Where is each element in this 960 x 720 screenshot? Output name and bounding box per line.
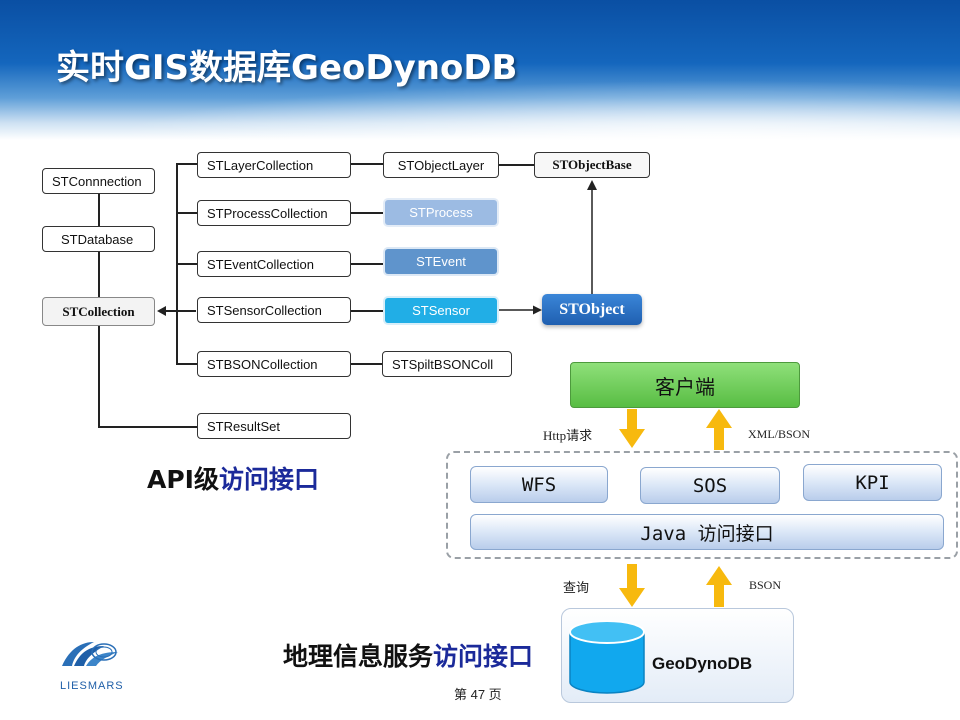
gis-label-part2: 访问接口: [433, 642, 534, 671]
stconnection-node: STConnnection: [42, 168, 155, 194]
stlayercollection-node: STLayerCollection: [197, 152, 351, 178]
arrow-head: [157, 306, 166, 316]
kpi-service-box: KPI: [803, 464, 942, 501]
up-arrow-icon: [706, 409, 732, 450]
stsensor-node: STSensor: [385, 298, 497, 323]
gis-label-part1: 地理信息服务: [283, 642, 434, 671]
stobjectbase-node: STObjectBase: [534, 152, 650, 178]
connector-line: [350, 212, 384, 214]
connector-line: [350, 163, 384, 165]
arrow-head: [533, 305, 542, 315]
slide-header: [0, 0, 960, 140]
geodynodb-label: GeoDynoDB: [652, 654, 753, 673]
xml-bson-label: XML/BSON: [748, 427, 811, 441]
header-highlight: [0, 70, 960, 140]
stobject-node: STObject: [542, 294, 642, 325]
connector-line: [176, 363, 198, 365]
liesmars-logo-text: LIESMARS: [60, 680, 124, 692]
liesmars-logo-icon: [62, 642, 118, 666]
connector-line: [350, 310, 384, 312]
connector-line: [98, 193, 100, 227]
stevent-node: STEvent: [385, 249, 497, 274]
connector-line: [176, 212, 198, 214]
stprocess-node: STProcess: [385, 200, 497, 225]
stobjectlayer-node: STObjectLayer: [383, 152, 499, 178]
query-label: 查询: [563, 580, 590, 595]
client-box: 客户端: [570, 362, 800, 408]
api-label-part1: API级: [147, 465, 219, 494]
arrow-head: [587, 180, 597, 190]
stbsoncollection-node: STBSONCollection: [197, 351, 351, 377]
api-label-part2: 访问接口: [218, 465, 319, 494]
http-request-label: Http请求: [543, 428, 593, 443]
slide-title: 实时GIS数据库GeoDynoDB: [56, 48, 518, 88]
wfs-service-box: WFS: [470, 466, 608, 503]
connector-line: [98, 251, 100, 297]
connector-line: [176, 163, 198, 165]
gis-interface-label: 地理信息服务访问接口: [283, 637, 533, 673]
down-arrow-icon: [619, 409, 645, 448]
connector-line: [350, 363, 382, 365]
service-layer-container: [446, 451, 958, 559]
connector-line: [98, 426, 198, 428]
sos-service-box: SOS: [640, 467, 780, 504]
stsensorcollection-node: STSensorCollection: [197, 297, 351, 323]
java-api-box: Java 访问接口: [470, 514, 944, 550]
stdatabase-node: STDatabase: [42, 226, 155, 252]
up-arrow-icon: [706, 566, 732, 607]
connector-line: [98, 326, 100, 426]
database-cylinder-icon: [569, 620, 645, 694]
stresultset-node: STResultSet: [197, 413, 351, 439]
page-number: 第 47 页: [454, 687, 502, 702]
down-arrow-icon: [619, 564, 645, 607]
stprocesscollection-node: STProcessCollection: [197, 200, 351, 226]
stcollection-node: STCollection: [42, 297, 155, 326]
bson-label: BSON: [749, 578, 782, 592]
connector-line: [350, 263, 384, 265]
api-interface-label: API级访问接口: [147, 460, 319, 496]
steventcollection-node: STEventCollection: [197, 251, 351, 277]
connector-line: [176, 263, 198, 265]
connector-line: [498, 164, 534, 166]
stspiltbsoncoll-node: STSpiltBSONColl: [382, 351, 512, 377]
